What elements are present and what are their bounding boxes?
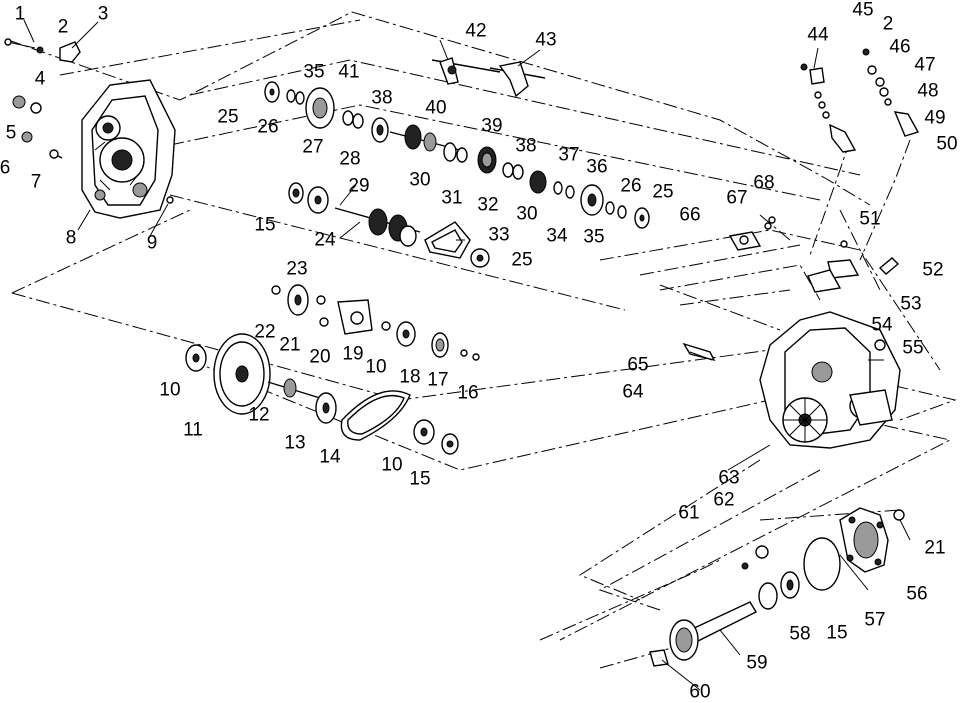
callout-68: 68 [753, 173, 774, 194]
right-small-parts [682, 48, 920, 362]
callout-41: 41 [338, 62, 359, 83]
callout-4: 4 [35, 69, 46, 90]
callout-35: 35 [583, 227, 604, 248]
callout-40: 40 [425, 98, 446, 119]
callout-24: 24 [314, 230, 336, 251]
callout-7: 7 [31, 172, 42, 193]
callout-16: 16 [457, 383, 478, 404]
callout-67: 67 [726, 188, 747, 209]
callout-14: 14 [319, 447, 341, 468]
callout-2: 2 [58, 17, 69, 38]
callout-65: 65 [627, 355, 648, 376]
callout-10: 10 [381, 455, 402, 476]
callout-29: 29 [348, 176, 369, 197]
callout-5: 5 [6, 123, 17, 144]
callout-27: 27 [302, 137, 323, 158]
callout-34: 34 [546, 226, 568, 247]
callout-61: 61 [678, 503, 699, 524]
callout-1: 1 [15, 4, 26, 25]
callout-26: 26 [257, 117, 278, 138]
callout-57: 57 [864, 610, 885, 631]
callout-56: 56 [906, 584, 927, 605]
output-parts [649, 507, 905, 667]
leader-lines [23, 19, 911, 691]
callout-38: 38 [515, 136, 536, 157]
callout-21: 21 [279, 335, 300, 356]
upper-shaft-parts [264, 81, 650, 229]
callout-17: 17 [427, 370, 448, 391]
callout-2-right: 2 [883, 14, 894, 35]
callout-35: 35 [303, 62, 324, 83]
callout-48: 48 [917, 81, 938, 102]
callout-26: 26 [620, 176, 641, 197]
callout-12: 12 [248, 405, 269, 426]
shift-parts [431, 57, 546, 98]
callout-37: 37 [558, 145, 579, 166]
callout-18: 18 [399, 367, 420, 388]
callout-22: 22 [254, 322, 275, 343]
callout-25: 25 [511, 250, 532, 271]
callout-25: 25 [652, 182, 673, 203]
callout-15: 15 [409, 469, 430, 490]
callout-46: 46 [889, 37, 910, 58]
callout-53: 53 [900, 294, 921, 315]
callout-42: 42 [465, 21, 486, 42]
callout-20: 20 [309, 347, 330, 368]
callout-11: 11 [183, 420, 203, 441]
callout-38: 38 [371, 88, 392, 109]
right-case-half [759, 311, 901, 449]
callout-25: 25 [217, 107, 238, 128]
callout-44: 44 [807, 25, 829, 46]
callout-63: 63 [718, 468, 739, 489]
callout-64: 64 [622, 382, 644, 403]
callout-30: 30 [409, 170, 430, 191]
callout-62: 62 [713, 490, 734, 511]
callout-15: 15 [254, 215, 275, 236]
callout-3: 3 [98, 4, 109, 25]
callout-15: 15 [826, 623, 847, 644]
left-case-half [81, 79, 176, 219]
callout-32: 32 [477, 195, 498, 216]
callout-6: 6 [0, 158, 10, 179]
drive-chain-parts [185, 284, 480, 455]
callout-49: 49 [924, 108, 945, 129]
callout-51: 51 [859, 209, 880, 230]
callout-39: 39 [481, 116, 502, 137]
callout-50: 50 [936, 134, 957, 155]
callout-55: 55 [902, 338, 923, 359]
callout-21: 21 [924, 538, 945, 559]
callout-33: 33 [488, 225, 509, 246]
callout-13: 13 [284, 433, 305, 454]
callout-9: 9 [147, 233, 158, 254]
callout-45: 45 [852, 0, 873, 21]
callout-54: 54 [871, 315, 893, 336]
callout-43: 43 [535, 30, 556, 51]
callout-47: 47 [914, 55, 935, 76]
callout-58: 58 [789, 624, 810, 645]
callout-23: 23 [286, 259, 307, 280]
middle-shaft-parts [288, 182, 490, 268]
left-fasteners [4, 38, 174, 204]
callout-30: 30 [516, 204, 537, 225]
callout-28: 28 [339, 149, 360, 170]
callout-52: 52 [922, 260, 943, 281]
callout-10: 10 [365, 357, 386, 378]
callout-36: 36 [586, 157, 607, 178]
callout-59: 59 [746, 653, 767, 674]
callout-66: 66 [679, 205, 700, 226]
callout-19: 19 [342, 344, 363, 365]
callout-10: 10 [159, 380, 180, 401]
callout-8: 8 [66, 228, 77, 249]
callout-31: 31 [441, 188, 462, 209]
callout-60: 60 [689, 682, 710, 703]
